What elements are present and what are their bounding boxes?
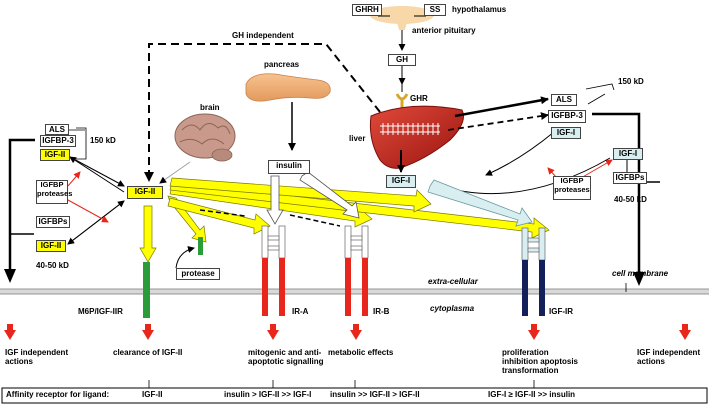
left-40-50kd-label: 40-50 kD: [36, 261, 69, 270]
left-igfbp3-box: IGFBP-3: [40, 135, 76, 147]
ghr-label: GHR: [410, 94, 428, 103]
ghrh-box: GHRH: [352, 4, 382, 16]
affinity-ticks: [148, 380, 535, 388]
left-igf2-box: IGF-II: [40, 149, 70, 161]
left-proteases-box: IGFBP proteases: [36, 180, 72, 204]
gh-independent-label: GH independent: [232, 31, 294, 40]
right-150kd-label: 150 kD: [618, 77, 644, 86]
right-igf1-free-box: IGF-I: [613, 148, 643, 160]
down-arrow-irb: [350, 324, 362, 340]
pancreas-label: pancreas: [264, 60, 300, 69]
secondary-green-receptor: [198, 237, 203, 255]
effect-igfir: proliferation inhibition apoptosis trans…: [502, 348, 578, 375]
affinity-m6p: IGF-II: [142, 390, 163, 399]
left-igfbps-box: IGFBPs: [36, 216, 70, 228]
center-igf2-box: IGF-II: [127, 186, 163, 199]
affinity-irb: insulin >> IGF-II > IGF-II: [330, 390, 420, 399]
ir-b-label: IR-B: [373, 307, 390, 316]
effect-ira: mitogenic and anti-apoptotic signalling: [248, 348, 324, 366]
ir-b-receptor: [344, 225, 369, 316]
affinity-label: Affinity receptor for ligand:: [6, 390, 110, 399]
extracellular-label: extra-cellular: [428, 277, 478, 286]
pancreas-shape: [245, 73, 331, 102]
right-igf-independent-path: [592, 112, 641, 275]
left-proteases-text: IGFBP proteases: [37, 180, 73, 198]
gh-box: GH: [388, 54, 416, 66]
brain-label: brain: [200, 103, 220, 112]
right-proteases-text: IGFBP proteases: [554, 176, 590, 194]
ir-a-receptor: [261, 225, 286, 316]
pituitary-stalk: [396, 18, 408, 30]
brain-shape: [174, 113, 236, 162]
effect-m6p: clearance of IGF-II: [113, 348, 183, 357]
igf-ir-label: IGF-IR: [549, 307, 573, 316]
affinity-box: [1, 387, 708, 404]
cell-membrane: [0, 288, 709, 295]
left-150kd-label: 150 kD: [90, 136, 116, 145]
liver-shape: [369, 105, 464, 169]
right-igfbps-box: IGFBPs: [613, 172, 647, 184]
affinity-ira: insulin > IGF-II >> IGF-I: [224, 390, 312, 399]
ghr-receptor-shape: [395, 93, 409, 101]
center-igf1-box: IGF-I: [386, 175, 416, 188]
hypothalamus-label: hypothalamus: [452, 5, 507, 14]
gh-independent-dashed: [148, 43, 381, 178]
right-proteases-box: IGFBP proteases: [553, 176, 591, 200]
down-arrow-left: [4, 324, 16, 340]
down-arrow-m6p: [142, 324, 154, 340]
cytoplasma-label: cytoplasma: [430, 304, 475, 313]
down-arrow-right: [679, 324, 691, 340]
effect-right: IGF independent actions: [637, 348, 701, 366]
down-arrow-ira: [267, 324, 279, 340]
right-40-50kd-label: 40-50 kD: [614, 195, 647, 204]
right-igf1-box: IGF-I: [551, 127, 581, 139]
insulin-white-arrows: [266, 171, 360, 225]
protease-box: protease: [176, 268, 220, 280]
ir-a-label: IR-A: [292, 307, 309, 316]
m6p-receptor-label: M6P/IGF-IIR: [78, 307, 123, 316]
hypothalamus-shape: [370, 6, 434, 24]
effect-left: IGF independent actions: [5, 348, 69, 366]
m6p-receptor: [143, 262, 150, 318]
right-als-box: ALS: [551, 94, 577, 106]
right-igfbp3-box: IGFBP-3: [548, 110, 586, 123]
igf-ir-receptor: [521, 227, 546, 316]
insulin-box: insulin: [268, 160, 310, 174]
liver-label: liver: [349, 134, 366, 143]
igf1-cyan-arrow: [427, 179, 533, 227]
liver-receptor-coil: [380, 123, 440, 135]
ss-box: SS: [424, 4, 446, 16]
effect-irb: metabolic effects: [328, 348, 394, 357]
affinity-igfir: IGF-I ≥ IGF-II >> insulin: [488, 390, 576, 399]
pituitary-label: anterior pituitary: [412, 26, 476, 35]
left-als-box: ALS: [45, 124, 69, 135]
left-igf-independent-path: [8, 138, 35, 272]
cell-membrane-label: cell membrane: [612, 269, 669, 278]
left-igfbps-igf2-box: IGF-II: [36, 240, 66, 252]
down-arrow-igfir: [528, 324, 540, 340]
